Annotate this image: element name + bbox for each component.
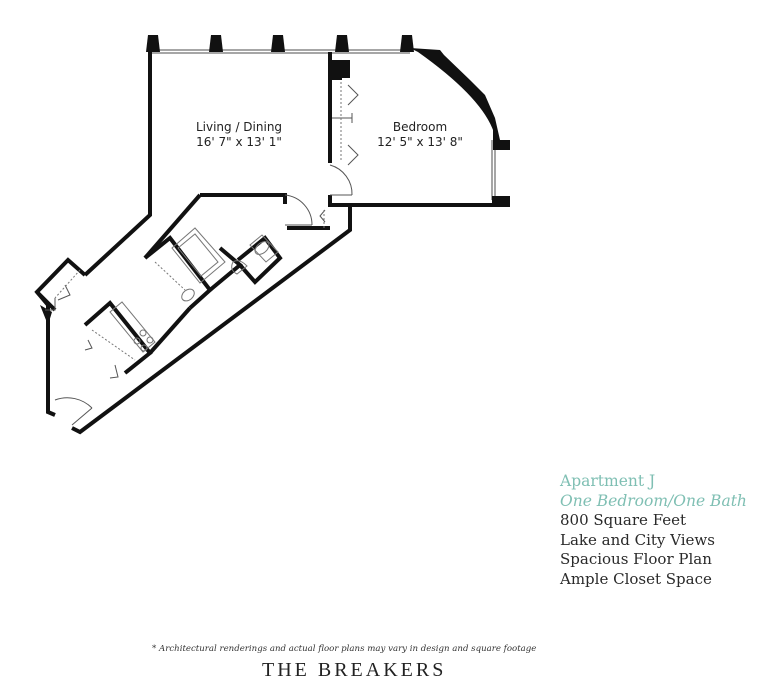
apartment-title: Apartment J [560,472,656,490]
room-bedroom: Bedroom 12' 5" x 13' 8" [360,120,480,150]
room-living-dining: Living / Dining 16' 7" x 13' 1" [178,120,300,150]
feature-item: Ample Closet Space [560,569,712,588]
apartment-info: Apartment J One Bedroom/One Bath 800 Squ… [560,472,747,589]
room-name: Living / Dining [195,120,283,134]
disclaimer: * Architectural renderings and actual fl… [152,644,537,654]
brand-logo: THE BREAKERS [262,659,447,681]
feature-item: Spacious Floor Plan [560,550,712,568]
feature-item: 800 Square Feet [560,511,687,529]
room-dimensions: 12' 5" x 13' 8" [377,135,463,149]
room-name: Bedroom [392,120,448,134]
feature-item: Lake and City Views [560,530,715,549]
room-dimensions: 16' 7" x 13' 1" [196,135,282,149]
apartment-subtitle: One Bedroom/One Bath [560,491,747,510]
